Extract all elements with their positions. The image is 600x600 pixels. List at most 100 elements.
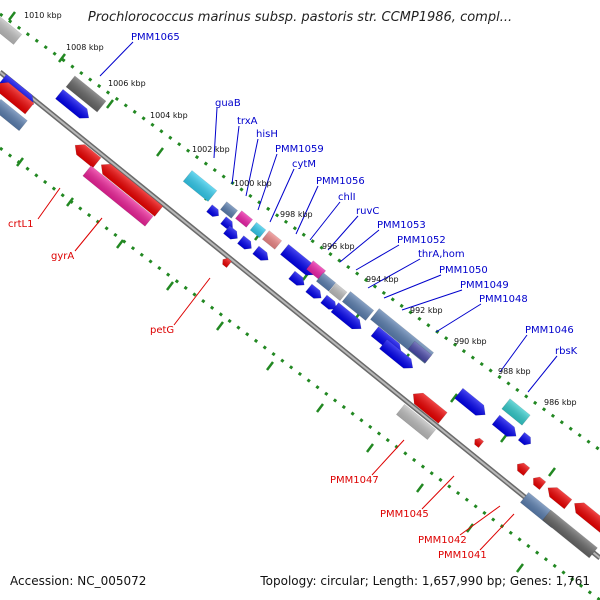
gene-feature-grey [542, 509, 598, 559]
gene-feature-forward [305, 283, 322, 299]
scale-label-kbp: 1004 kbp [150, 111, 188, 120]
gene-label-reverse: PMM1042 [418, 535, 467, 546]
gene-feature-forward [454, 387, 486, 416]
scale-tick [106, 99, 114, 109]
leader-line [527, 355, 558, 393]
gene-feature-reverse [222, 257, 233, 269]
gene-label-forward: PMM1065 [131, 32, 180, 43]
gene-feature-forward [517, 431, 531, 446]
gene-label-forward: trxA [237, 116, 258, 127]
gene-feature-forward [206, 204, 219, 217]
gene-label-reverse: PMM1041 [438, 550, 487, 561]
scale-tick [116, 239, 124, 249]
gene-feature-reverse [574, 502, 600, 535]
gene-label-forward: PMM1052 [397, 235, 446, 246]
gene-label-reverse: PMM1045 [380, 509, 429, 520]
reverse-scale-ring [0, 146, 600, 600]
gene-feature-forward [222, 225, 238, 240]
scale-label-kbp: 998 kbp [280, 210, 313, 219]
scale-tick [266, 361, 274, 371]
gene-feature-steelblue [219, 201, 239, 219]
scale-tick [516, 563, 524, 573]
gene-label-forward: chlI [338, 192, 356, 203]
gene-label-reverse: petG [150, 325, 174, 336]
gene-feature-forward [288, 270, 305, 286]
scale-label-kbp: 986 kbp [544, 398, 577, 407]
leader-line [295, 185, 319, 235]
scale-tick [366, 443, 374, 453]
scale-label-kbp: 990 kbp [454, 337, 487, 346]
scale-label-kbp: 1000 kbp [234, 179, 272, 188]
gene-label-forward: rbsK [555, 346, 578, 357]
gene-feature-salmon [261, 230, 283, 250]
gene-label-forward: ruvC [356, 206, 379, 217]
scale-ticks [8, 11, 556, 573]
leader-line [479, 513, 515, 551]
scale-tick [316, 403, 324, 413]
leader-line [401, 289, 463, 311]
gene-feature-forward [491, 414, 517, 437]
scale-tick [58, 53, 66, 63]
scale-tick [8, 11, 16, 21]
gene-label-forward: PMM1050 [439, 265, 488, 276]
scale-label-kbp: 994 kbp [366, 275, 399, 284]
leader-line [371, 439, 405, 476]
backbone-highlight [0, 71, 600, 559]
gene-label-forward: PMM1049 [460, 280, 509, 291]
gene-label-forward: PMM1053 [377, 220, 426, 231]
gene-feature-reverse [0, 82, 35, 115]
gene-label-forward: guaB [215, 98, 241, 109]
leader-line [213, 107, 218, 159]
gene-feature-grey [328, 282, 348, 302]
gene-feature-reverse [100, 163, 164, 217]
scale-tick [216, 321, 224, 331]
label-leaders [37, 41, 558, 551]
gene-feature-reverse [412, 392, 448, 424]
gene-feature-forward [379, 338, 414, 369]
leader-line [257, 153, 278, 211]
leader-line [37, 187, 61, 220]
gene-feature-steelblue [341, 291, 375, 321]
gene-label-forward: PMM1056 [316, 176, 365, 187]
gene-feature-forward [55, 88, 90, 119]
leader-line [499, 334, 528, 373]
scale-tick [166, 281, 174, 291]
gene-feature-reverse [533, 476, 547, 491]
gene-feature-hotpink [82, 165, 154, 227]
scale-label-kbp: 1010 kbp [24, 11, 62, 20]
forward-scale-ring [0, 12, 600, 452]
leader-line [339, 229, 380, 263]
leader-line [435, 303, 482, 333]
gene-label-forward: cytM [292, 159, 316, 170]
scale-tick [156, 147, 164, 157]
gene-feature-cyan [249, 221, 267, 239]
gene-label-reverse: gyrA [51, 251, 74, 262]
gene-feature-reverse [517, 462, 531, 477]
scale-tick [416, 483, 424, 493]
gene-label-reverse: PMM1047 [330, 475, 379, 486]
accession-label: Accession: NC_005072 [10, 574, 147, 588]
leader-line [245, 138, 259, 197]
leader-line [309, 201, 341, 241]
leader-line [173, 277, 211, 326]
gene-label-forward: PMM1048 [479, 294, 528, 305]
leader-line [367, 258, 421, 289]
map-title: Prochlorococcus marinus subsp. pastoris … [87, 10, 513, 25]
gene-feature-grey [0, 15, 23, 45]
leader-line [459, 505, 501, 536]
gene-features [0, 15, 600, 559]
gene-feature-grey [65, 75, 107, 113]
scale-label-kbp: 1008 kbp [66, 43, 104, 52]
scale-label-kbp: 1002 kbp [192, 145, 230, 154]
gene-feature-forward [236, 235, 252, 250]
gene-label-reverse: crtL1 [8, 219, 33, 230]
gene-feature-forward [320, 294, 337, 310]
gene-feature-steelblue [0, 98, 28, 132]
gene-label-forward: PMM1059 [275, 144, 324, 155]
scale-label-kbp: 1006 kbp [108, 79, 146, 88]
leader-line [74, 217, 103, 252]
scale-label-kbp: 988 kbp [498, 367, 531, 376]
scale-tick [16, 157, 24, 167]
